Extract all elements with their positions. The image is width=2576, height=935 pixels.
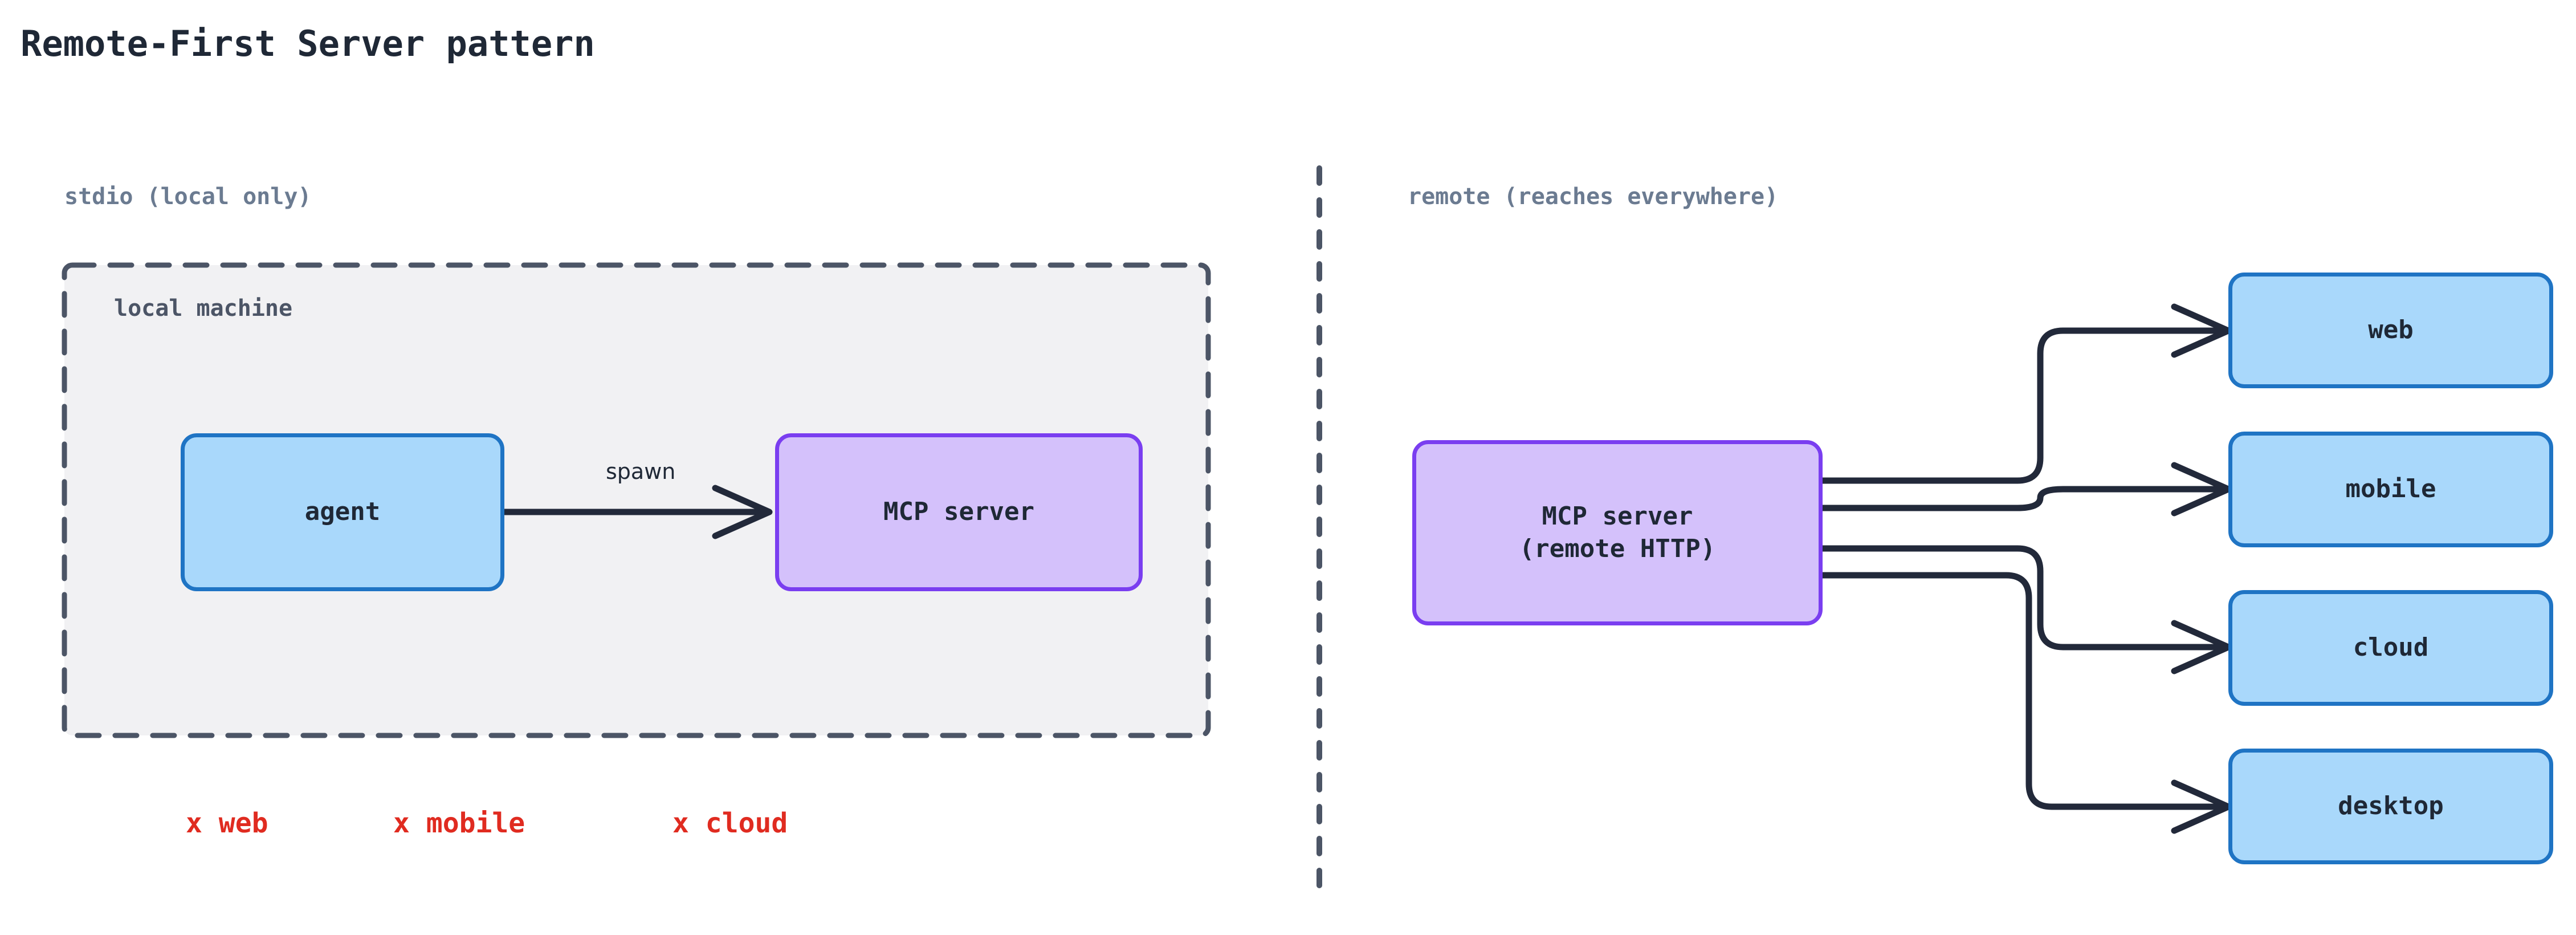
cluster-label-local-machine: local machine — [114, 295, 293, 322]
node-desktop-label: desktop — [2338, 791, 2444, 821]
node-agent[interactable]: agent — [181, 433, 504, 591]
node-desktop[interactable]: desktop — [2228, 749, 2553, 864]
edge-agent-to-mcp-local — [501, 485, 773, 539]
node-mcp-remote-label-line2: (remote HTTP) — [1519, 534, 1716, 563]
page-title: Remote-First Server pattern — [21, 23, 595, 64]
node-mcp-local[interactable]: MCP server — [775, 433, 1143, 591]
unsupported-marker-cloud: x cloud — [672, 807, 788, 839]
node-mcp-remote-label-line1: MCP server — [1542, 502, 1693, 531]
unsupported-marker-web: x web — [186, 807, 268, 839]
local-machine-cluster-box — [62, 262, 1211, 738]
node-mcp-remote[interactable]: MCP server (remote HTTP) — [1412, 440, 1823, 625]
edge-mcp-remote-to-web — [1819, 303, 2232, 484]
node-web[interactable]: web — [2228, 273, 2553, 388]
node-mobile[interactable]: mobile — [2228, 432, 2553, 547]
node-cloud[interactable]: cloud — [2228, 590, 2553, 706]
section-label-remote: remote (reaches everywhere) — [1408, 184, 1779, 210]
edge-mcp-remote-to-desktop — [1819, 572, 2232, 834]
node-mcp-local-label: MCP server — [883, 497, 1034, 527]
edge-mcp-remote-to-cloud — [1819, 545, 2232, 674]
node-web-label: web — [2368, 315, 2414, 345]
section-label-stdio: stdio (local only) — [64, 184, 312, 210]
edge-label-spawn: spawn — [601, 459, 680, 484]
unsupported-marker-mobile: x mobile — [393, 807, 525, 839]
edge-mcp-remote-to-mobile — [1819, 462, 2232, 517]
node-cloud-label: cloud — [2353, 633, 2429, 662]
node-agent-label: agent — [304, 497, 381, 527]
node-mobile-label: mobile — [2345, 474, 2436, 504]
